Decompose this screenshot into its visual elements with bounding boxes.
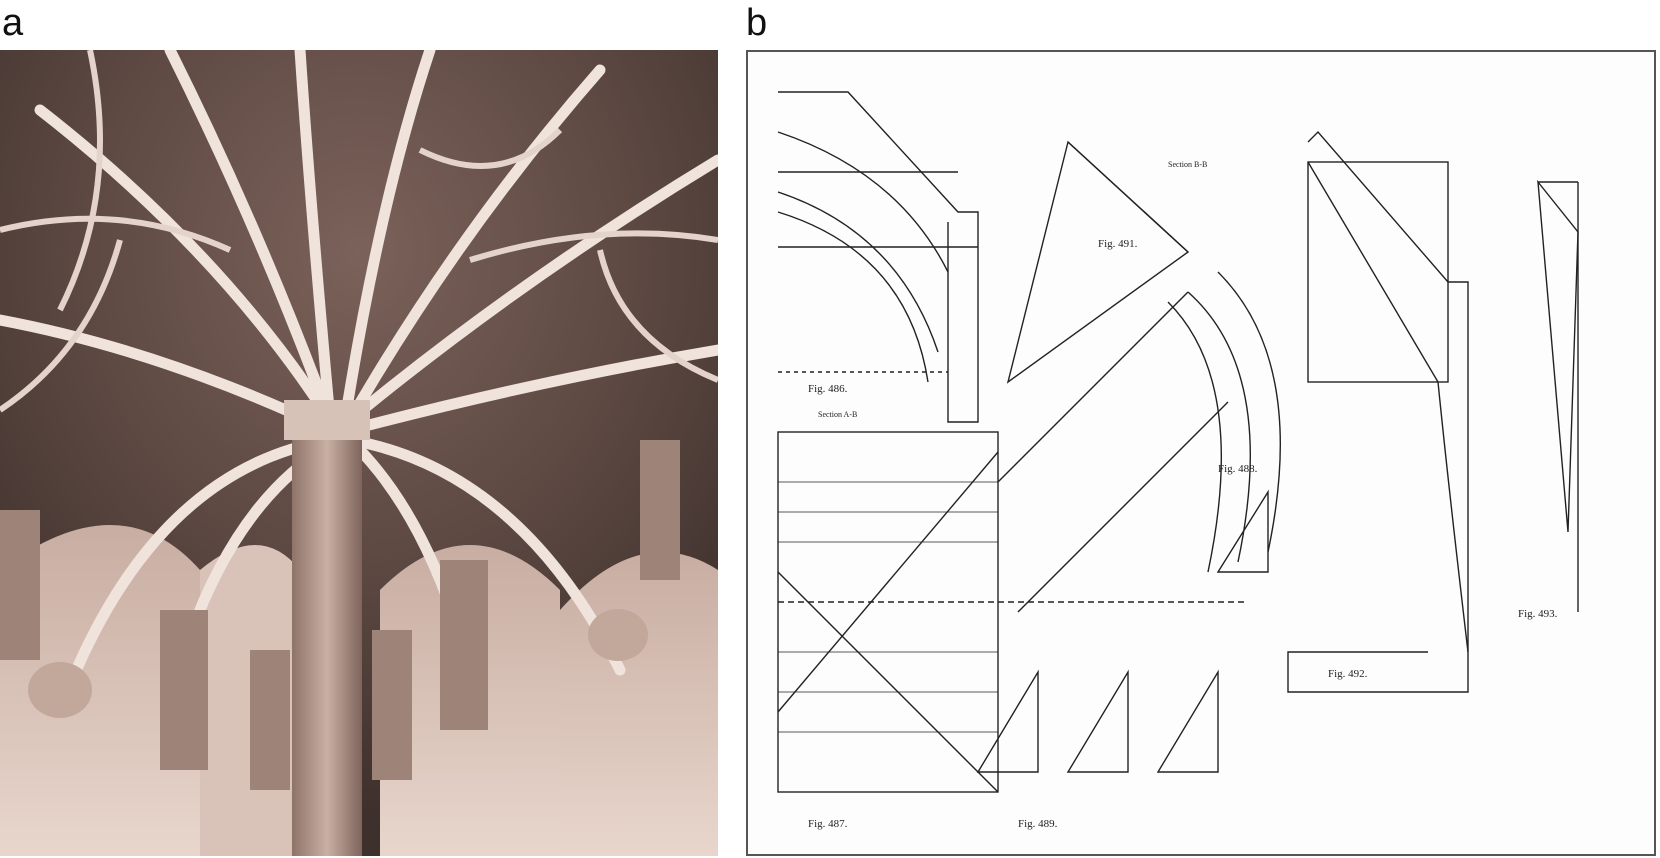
vault-secondary-ribs	[0, 50, 718, 413]
fig-489-label: Fig. 489.	[1018, 818, 1058, 830]
fig-493-label: Fig. 493.	[1518, 608, 1558, 620]
panel-label-b: b	[746, 2, 768, 44]
fig-486-label: Fig. 486.	[808, 383, 848, 395]
vault-technical-drawing: Fig. 486. Fig. 487. Fig. 488. Fig. 489. …	[746, 50, 1656, 856]
vault-photograph	[0, 50, 718, 856]
fig-488-label: Fig. 488.	[1218, 463, 1258, 475]
corbels	[28, 609, 648, 718]
section-bb-label: Section B-B	[1168, 160, 1207, 169]
pillar-capital	[284, 400, 370, 440]
fig-491-label: Fig. 491.	[1098, 238, 1138, 250]
drawing-lines: Fig. 486. Fig. 487. Fig. 488. Fig. 489. …	[777, 91, 1579, 830]
central-pillar	[292, 420, 362, 856]
carved-niches	[0, 440, 680, 790]
section-ab-label: Section A-B	[818, 410, 857, 419]
fig-492-label: Fig. 492.	[1328, 668, 1368, 680]
fig-487-label: Fig. 487.	[808, 818, 848, 830]
panel-label-a: a	[2, 2, 24, 44]
vault-photo-illustration	[0, 50, 718, 856]
